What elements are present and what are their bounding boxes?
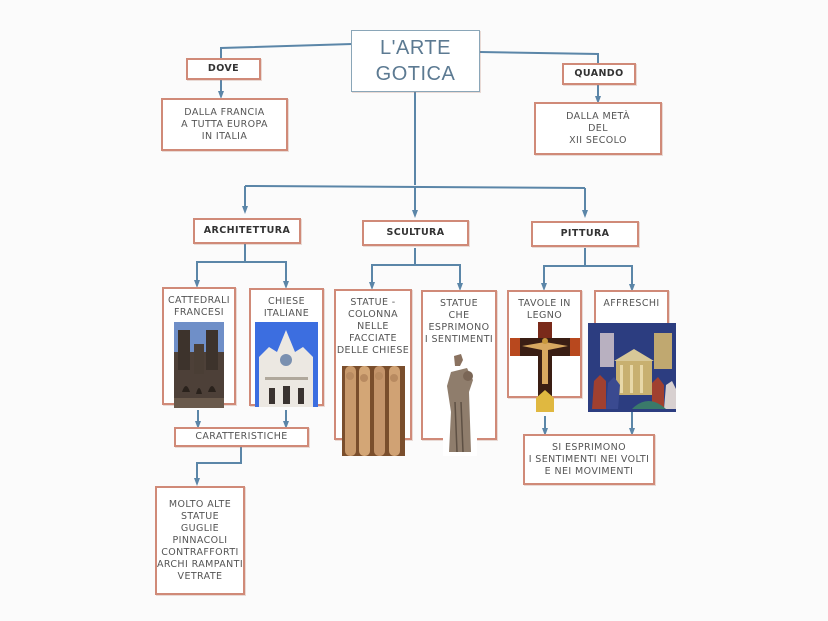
caratteristiche-box: CARATTERISTICHE xyxy=(174,427,309,447)
title-line-2: GOTICA xyxy=(375,63,456,85)
result-line: E NEI MOVIMENTI xyxy=(544,465,634,477)
child-line: LEGNO xyxy=(526,310,563,321)
dove-label: DOVE xyxy=(207,63,240,74)
caratteristiche-label: CARATTERISTICHE xyxy=(195,431,288,442)
child-line: CATTEDRALI xyxy=(168,295,230,306)
quando-detail-line: XII SECOLO xyxy=(569,134,627,146)
characteristic-item: CONTRAFFORTI xyxy=(161,546,239,558)
quando-label: QUANDO xyxy=(574,68,624,79)
characteristic-item: STATUE xyxy=(180,510,220,522)
quando-box: QUANDO xyxy=(562,63,636,85)
pittura-box: PITTURA xyxy=(531,221,639,247)
dove-box: DOVE xyxy=(186,58,261,80)
child-line: DELLE CHIESE xyxy=(336,345,410,356)
child-line: ESPRIMONO xyxy=(428,322,490,333)
characteristic-item: MOLTO ALTE xyxy=(168,498,232,510)
child-line: STATUE xyxy=(439,298,479,309)
characteristic-item: GUGLIE xyxy=(180,522,220,534)
child-line: CHIESE xyxy=(267,296,305,307)
characteristic-item: ARCHI RAMPANTI xyxy=(156,558,244,570)
connector-scultura-down xyxy=(369,248,416,290)
result-line: I SENTIMENTI NEI VOLTI xyxy=(528,453,650,465)
pittura-label: PITTURA xyxy=(560,228,610,239)
child-line: COLONNA xyxy=(347,309,399,320)
connector-architettura-down xyxy=(194,244,246,288)
scultura-box: SCULTURA xyxy=(362,220,469,246)
child-line: AFFRESCHI xyxy=(603,298,660,309)
siena-cathedral-image xyxy=(255,322,318,407)
child-line: CHE xyxy=(448,310,470,321)
child-line: STATUE - xyxy=(350,297,396,308)
characteristics-list-box: MOLTO ALTE STATUE GUGLIE PINNACOLI CONTR… xyxy=(155,486,245,595)
child-line: I SENTIMENTI xyxy=(424,334,494,345)
dove-detail-box: DALLA FRANCIA A TUTTA EUROPA IN ITALIA xyxy=(161,98,288,151)
child-line: NELLE xyxy=(357,321,389,332)
dove-detail-line: IN ITALIA xyxy=(201,130,248,142)
column-statues-image xyxy=(342,366,405,456)
child-line: ITALIANE xyxy=(263,308,310,319)
child-line: FACCIATE xyxy=(349,333,397,344)
child-line: FRANCESI xyxy=(174,307,224,318)
giotto-fresco-image xyxy=(588,323,676,412)
characteristic-item: PINNACOLI xyxy=(172,534,228,546)
quando-detail-box: DALLA METÀ DEL XII SECOLO xyxy=(534,102,662,155)
result-line: SI ESPRIMONO xyxy=(551,441,627,453)
madonna-statue-image xyxy=(443,352,477,456)
connector-title-quando xyxy=(479,51,599,63)
cathedral-image xyxy=(174,322,224,408)
quando-detail-line: DEL xyxy=(588,122,608,134)
dove-detail-line: A TUTTA EUROPA xyxy=(181,118,268,130)
characteristic-item: VETRATE xyxy=(177,570,223,582)
connector-title-dove xyxy=(220,43,353,58)
architettura-label: ARCHITETTURA xyxy=(203,225,291,236)
crucifix-image xyxy=(510,322,580,414)
child-line: TAVOLE IN xyxy=(518,298,571,309)
quando-detail-line: DALLA METÀ xyxy=(566,110,630,122)
connector-pittura-down xyxy=(541,248,586,291)
title-box: L'ARTE GOTICA xyxy=(351,30,480,92)
architettura-box: ARCHITETTURA xyxy=(193,218,301,244)
scultura-label: SCULTURA xyxy=(386,227,445,238)
title-line-1: L'ARTE xyxy=(380,37,451,59)
connector-to-list xyxy=(194,447,242,486)
dove-detail-line: DALLA FRANCIA xyxy=(184,106,265,118)
pittura-result-box: SI ESPRIMONO I SENTIMENTI NEI VOLTI E NE… xyxy=(523,434,655,485)
